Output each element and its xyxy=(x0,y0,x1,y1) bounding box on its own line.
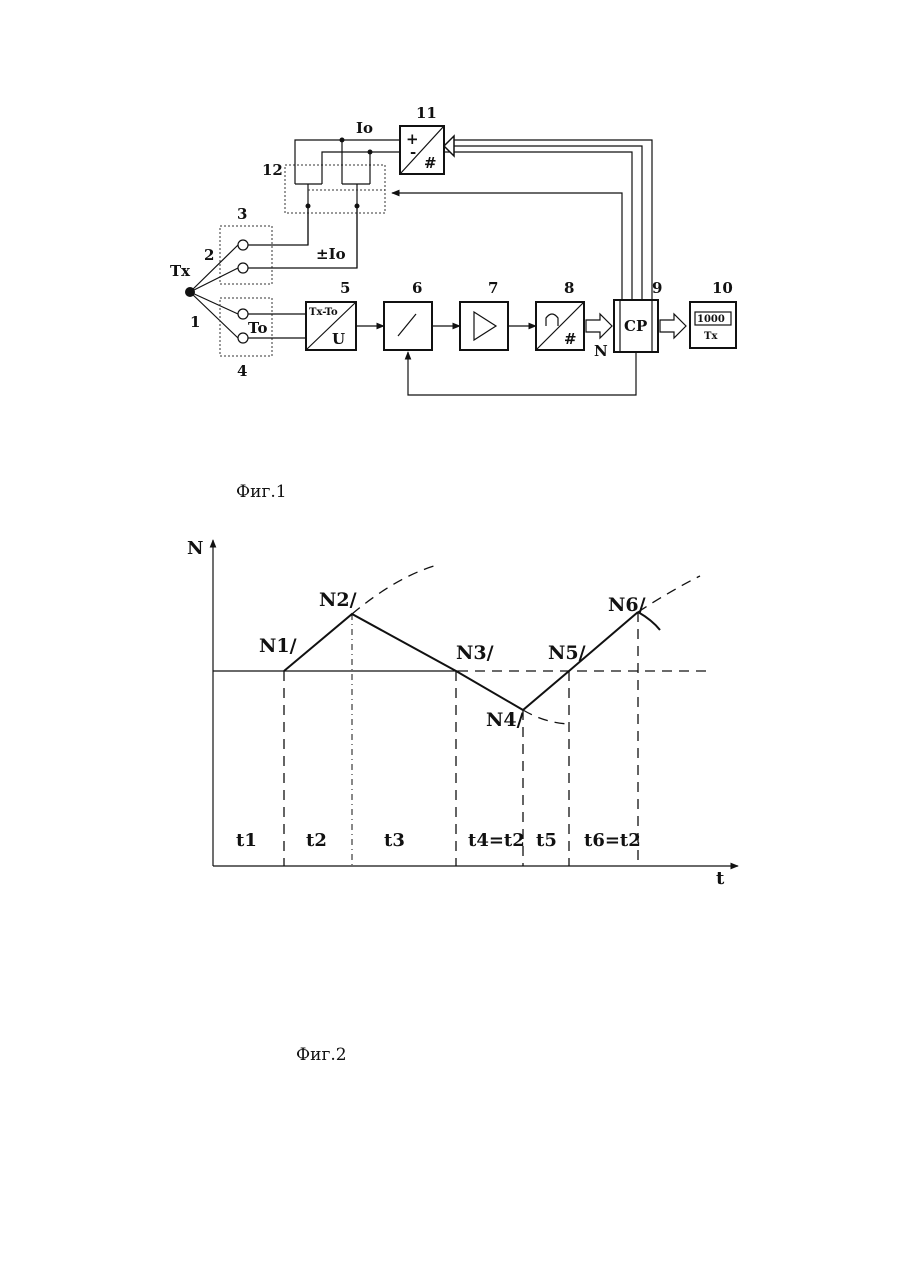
label-io: Io xyxy=(356,119,373,137)
interval-t2: t2 xyxy=(306,830,327,851)
label-5: 5 xyxy=(340,279,350,297)
point-n1: N1/ xyxy=(259,635,297,657)
label-n-bus: N xyxy=(594,342,608,360)
b10-tx: Tx xyxy=(704,331,718,342)
interval-t1: t1 xyxy=(236,830,257,851)
label-9: 9 xyxy=(652,279,662,297)
label-4: 4 xyxy=(237,362,247,380)
b5-bottom: U xyxy=(332,330,345,348)
label-10: 10 xyxy=(712,279,733,297)
label-1: 1 xyxy=(190,313,200,331)
interval-t3: t3 xyxy=(384,830,405,851)
label-3: 3 xyxy=(237,205,247,223)
b8-hash: # xyxy=(564,330,577,348)
point-n6: N6/ xyxy=(608,594,646,616)
interval-t5: t5 xyxy=(536,830,557,851)
label-8: 8 xyxy=(564,279,574,297)
label-7: 7 xyxy=(488,279,498,297)
axis-x-label: t xyxy=(716,868,725,889)
point-n3: N3/ xyxy=(456,642,494,664)
fig1-caption: Фиг.1 xyxy=(236,482,287,502)
fig1-block-diagram: Tx 2 1 3 4 To ±Io 12 xyxy=(170,104,736,502)
label-12: 12 xyxy=(262,161,283,179)
label-to: To xyxy=(248,319,267,337)
fig2-timing-chart: N t N1/ N2/ N3/ N4/ N5/ N6/ t1 t2 t3 t4=… xyxy=(187,538,738,1065)
label-pm-io: ±Io xyxy=(316,245,346,263)
switch-block-6 xyxy=(384,302,432,350)
b11-hash: # xyxy=(424,154,437,172)
point-n5: N5/ xyxy=(548,642,586,664)
b10-digits: 1000 xyxy=(697,314,725,325)
axis-y-label: N xyxy=(187,538,203,559)
label-6: 6 xyxy=(412,279,422,297)
b5-top: Tx-To xyxy=(309,307,338,318)
b9-cp: CP xyxy=(624,317,647,335)
b11-minus: - xyxy=(410,143,416,161)
interval-t4: t4=t2 xyxy=(468,830,525,851)
point-n2: N2/ xyxy=(319,589,357,611)
point-n4: N4/ xyxy=(486,709,524,731)
interval-t6: t6=t2 xyxy=(584,830,641,851)
label-11: 11 xyxy=(416,104,437,122)
amplifier-block-7 xyxy=(460,302,508,350)
fig2-caption: Фиг.2 xyxy=(296,1045,347,1065)
label-tx: Tx xyxy=(170,262,191,280)
label-2: 2 xyxy=(204,246,214,264)
